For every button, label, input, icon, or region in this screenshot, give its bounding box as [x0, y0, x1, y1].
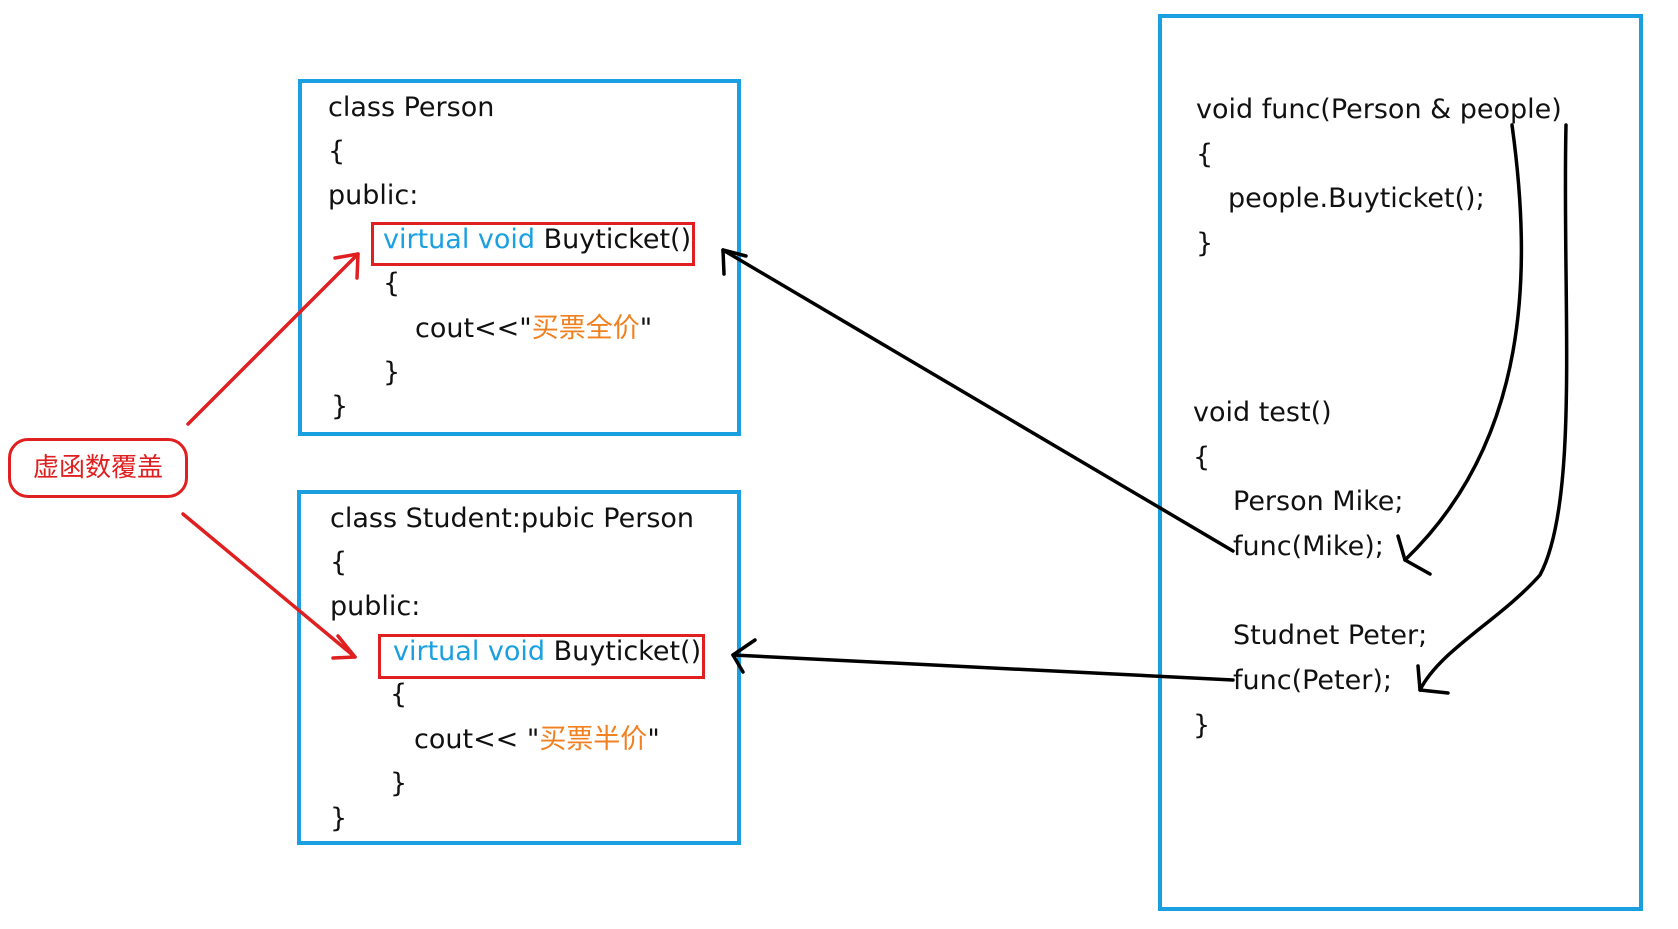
person-method-open: { [383, 268, 401, 299]
student-method-open: { [390, 679, 408, 710]
student-cout-suffix: " [647, 724, 660, 755]
person-method-signature: virtual void Buyticket() [383, 224, 691, 256]
test-signature: void test() [1193, 397, 1332, 428]
person-method-close: } [383, 357, 401, 388]
virtual-override-label: 虚函数覆盖 [8, 438, 188, 498]
func-call-buyticket: people.Buyticket(); [1228, 183, 1485, 214]
person-virtual-highlight [371, 222, 695, 266]
student-class-close-brace: } [330, 803, 348, 834]
dispatch-arrow-person [721, 248, 1235, 553]
test-student-decl: Studnet Peter; [1233, 620, 1428, 651]
person-cout-suffix: " [639, 313, 653, 344]
call-flow-peter [1418, 123, 1569, 692]
test-person-call: func(Mike); [1233, 531, 1384, 562]
person-class-close-brace: } [331, 391, 349, 422]
test-person-decl: Person Mike; [1233, 486, 1404, 517]
func-open-brace: { [1196, 139, 1214, 170]
student-class-access: public: [330, 591, 421, 622]
dispatch-arrowhead-person [721, 248, 748, 276]
person-cout-line: cout<<"买票全价" [415, 313, 652, 345]
person-method-name: Buyticket() [543, 224, 692, 255]
student-cout-prefix: cout<< " [414, 724, 540, 755]
student-class-open-brace: { [330, 547, 348, 578]
test-close-brace: } [1193, 710, 1211, 741]
call-flow-mike-head [1396, 534, 1432, 576]
test-open-brace: { [1193, 442, 1211, 473]
override-arrow-student [181, 512, 357, 659]
test-student-call: func(Peter); [1233, 665, 1392, 696]
func-signature: void func(Person & people) [1196, 94, 1562, 125]
student-cout-line: cout<< "买票半价" [414, 724, 660, 756]
student-virtual-highlight [378, 634, 705, 679]
override-arrowhead-person [333, 252, 360, 280]
student-method-signature: virtual void Buyticket() [393, 636, 701, 668]
caller-code-box [1158, 14, 1643, 911]
dispatch-arrow-student [731, 653, 1235, 682]
override-arrow-person [186, 252, 360, 426]
person-class-access: public: [328, 180, 419, 211]
call-flow-mike [1403, 123, 1524, 562]
student-method-name: Buyticket() [553, 636, 702, 667]
dispatch-arrowhead-student [731, 638, 757, 674]
override-arrowhead-student [331, 634, 357, 660]
person-cout-prefix: cout<<" [415, 313, 532, 344]
call-flow-peter-head [1416, 664, 1450, 695]
student-method-close: } [390, 768, 408, 799]
person-class-open-brace: { [328, 136, 346, 167]
person-method-keywords: virtual void [383, 224, 536, 255]
student-method-keywords: virtual void [393, 636, 546, 667]
person-cout-text: 买票全价 [531, 313, 640, 344]
person-class-header: class Person [328, 92, 495, 123]
student-class-header: class Student:pubic Person [330, 503, 695, 534]
student-cout-text: 买票半价 [539, 724, 648, 755]
func-close-brace: } [1196, 228, 1214, 259]
